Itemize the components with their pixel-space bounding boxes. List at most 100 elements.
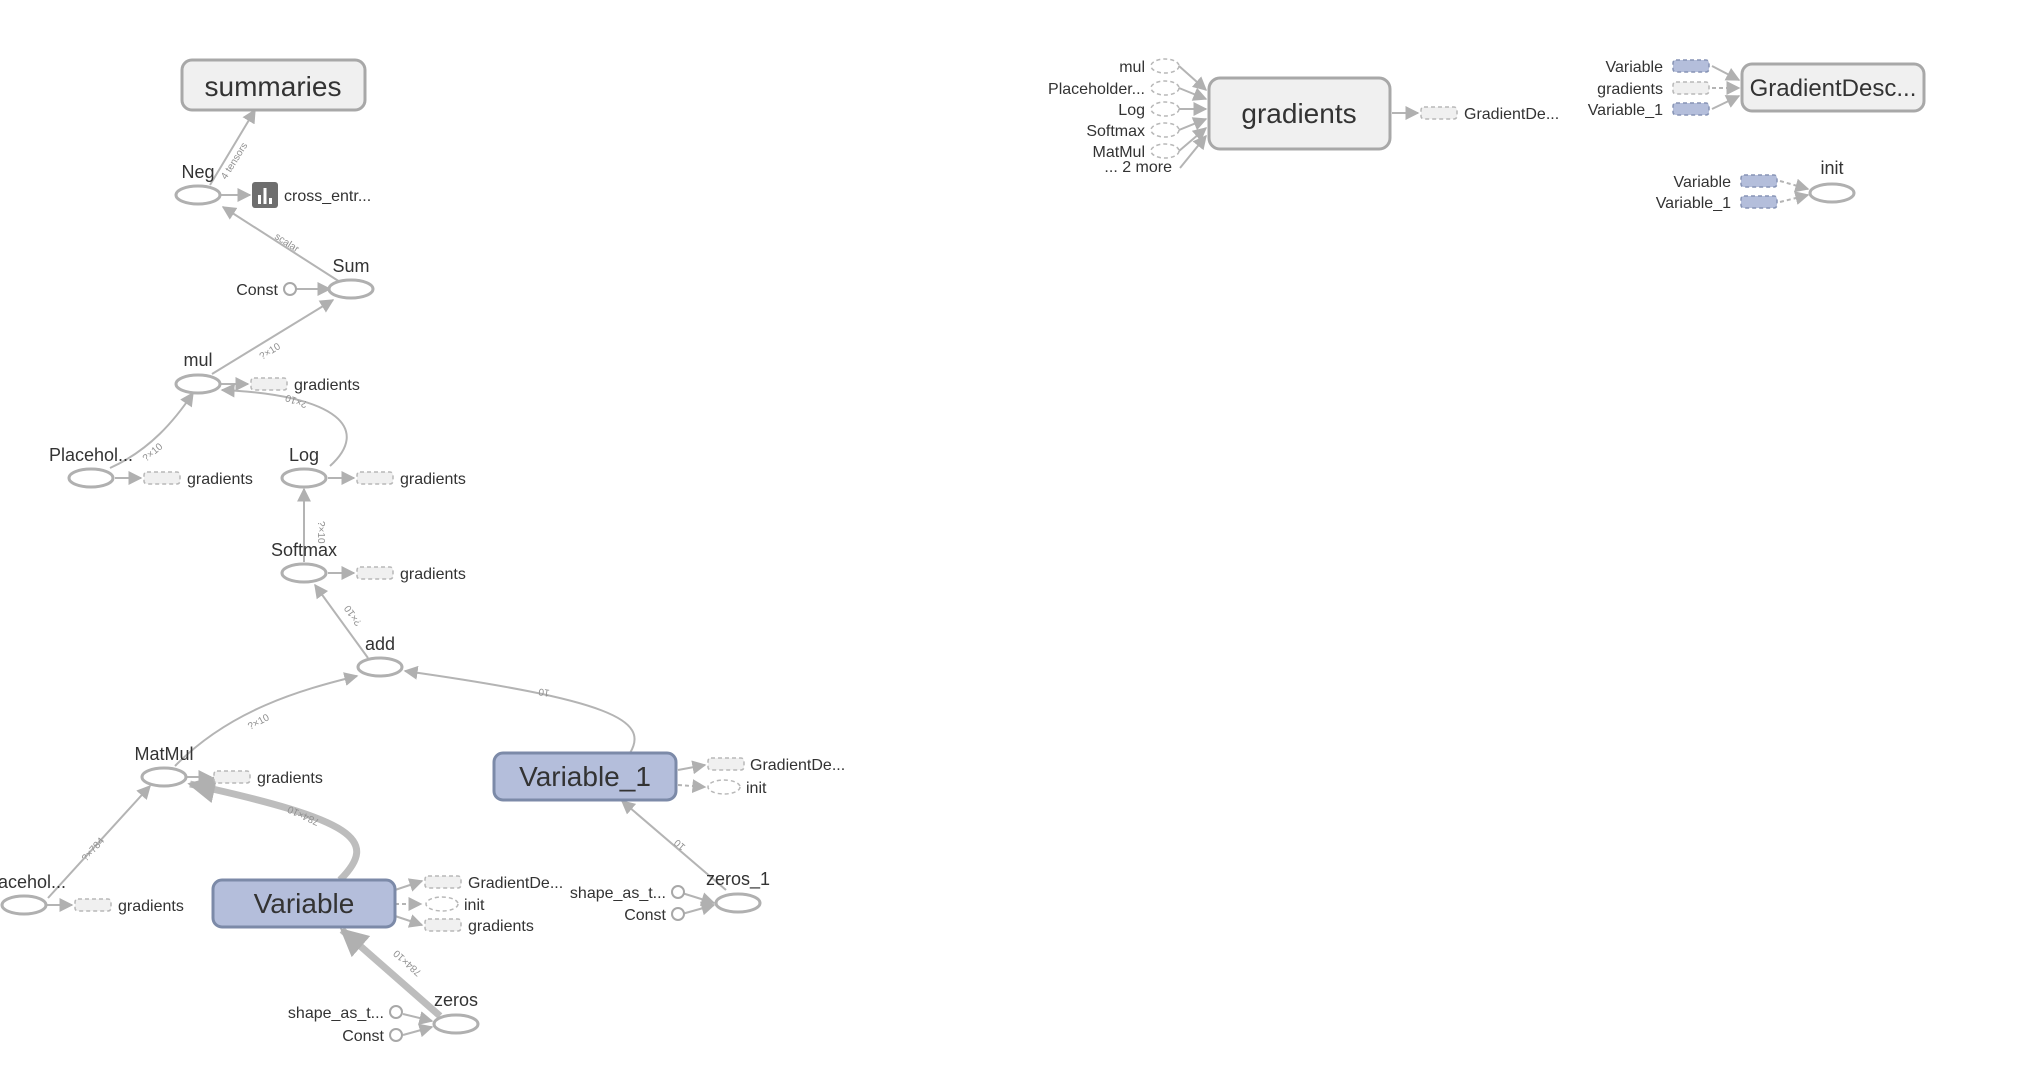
variable-1-node[interactable]: Variable_1: [492, 751, 678, 802]
add-node[interactable]: add: [356, 634, 404, 678]
edge-label-ph-mul: ?×10: [141, 441, 166, 464]
edge-placeholder-proxy-gradients: [1178, 87, 1208, 101]
gd-input-gradients[interactable]: gradients: [1597, 81, 1710, 98]
matmul-gradients-proxy[interactable]: gradients: [213, 770, 323, 787]
edge-variable-1-proxy-gd: [1711, 95, 1741, 110]
init-node[interactable]: init: [1808, 158, 1856, 204]
edge-mul-sum: [211, 299, 335, 375]
zeros-shape-node[interactable]: shape_as_t...: [288, 1005, 403, 1022]
gradients-title: gradients: [1241, 98, 1356, 129]
init-input-label: Variable: [1673, 174, 1731, 191]
add-label: add: [365, 634, 395, 654]
matmul-label: MatMul: [134, 744, 193, 764]
mul-node[interactable]: mul: [174, 350, 222, 395]
zeros-label: zeros: [434, 990, 478, 1010]
gradients-input-matmul[interactable]: MatMul: [1093, 143, 1180, 161]
edge-shape-zeros: [402, 1011, 434, 1025]
gradients-output-label: GradientDe...: [1464, 106, 1559, 123]
edge-neg-summaries: [209, 108, 256, 186]
summaries-label: summaries: [205, 71, 342, 102]
gradients-input-placeholder[interactable]: Placeholder...: [1048, 80, 1180, 98]
gd-input-label: Variable_1: [1588, 102, 1663, 119]
gradients-group: mul Placeholder... Log Softmax MatMul ..…: [1048, 58, 1559, 176]
gradients-input-log[interactable]: Log: [1118, 101, 1180, 119]
variable-1-gd-label: GradientDe...: [750, 757, 845, 774]
sum-label: Sum: [332, 256, 369, 276]
gradients-output-gd-proxy[interactable]: GradientDe...: [1420, 106, 1559, 123]
variable-label: Variable: [254, 888, 355, 919]
zeros-const-node[interactable]: Const: [342, 1028, 403, 1045]
edge-zeros-variable: [339, 927, 443, 1019]
mul-gradients-label: gradients: [294, 377, 360, 394]
init-input-variable[interactable]: Variable: [1673, 174, 1778, 191]
init-input-variable-1[interactable]: Variable_1: [1656, 195, 1778, 212]
zeros-1-shape-node[interactable]: shape_as_t...: [570, 885, 685, 902]
edge-const-zeros: [402, 1023, 434, 1038]
variable-gradients-proxy[interactable]: gradients: [424, 918, 534, 935]
sum-const-node[interactable]: Const: [236, 282, 297, 299]
softmax-gradients-proxy[interactable]: gradients: [356, 566, 466, 583]
edge-sum-neg: [221, 206, 341, 283]
init-input-label: Variable_1: [1656, 195, 1731, 212]
gd-input-label: Variable: [1605, 59, 1663, 76]
sum-const-label: Const: [236, 282, 278, 299]
variable-1-init-label: init: [746, 780, 767, 797]
gradients-node[interactable]: gradients: [1207, 76, 1392, 151]
placeholder-gradients-proxy[interactable]: gradients: [143, 471, 253, 488]
summaries-node[interactable]: summaries: [180, 58, 367, 112]
placeholder-label: Placehol...: [49, 445, 133, 465]
edge-variable-1-proxy-init: [1779, 191, 1810, 205]
edge-var1-gd: [677, 760, 707, 775]
zeros-1-const-label: Const: [624, 907, 666, 924]
mul-label: mul: [183, 350, 212, 370]
zeros-const-label: Const: [342, 1028, 384, 1045]
zeros-node[interactable]: zeros: [432, 990, 480, 1035]
cross-entropy-label: cross_entr...: [284, 188, 371, 205]
placeholder-gradients-label: gradients: [187, 471, 253, 488]
log-gradients-proxy[interactable]: gradients: [356, 471, 466, 488]
zeros-1-node[interactable]: zeros_1: [706, 869, 770, 914]
variable-1-label: Variable_1: [519, 761, 651, 792]
matmul-node[interactable]: MatMul: [134, 744, 194, 788]
edge-ph2-matmul: [47, 784, 151, 899]
softmax-node[interactable]: Softmax: [271, 540, 337, 584]
placeholder-node[interactable]: Placehol...: [49, 445, 133, 489]
edge-softmax-proxy-gradients: [1178, 117, 1208, 131]
gd-input-variable[interactable]: Variable: [1605, 59, 1710, 76]
edge-ph-mul: [109, 391, 194, 469]
gd-input-variable-1[interactable]: Variable_1: [1588, 102, 1710, 119]
variable-node[interactable]: Variable: [211, 878, 397, 929]
edge-matmul-add: [174, 672, 359, 767]
gradients-input-mul[interactable]: mul: [1119, 58, 1180, 76]
sum-node[interactable]: Sum: [327, 256, 375, 300]
placeholder-1-gradients-proxy[interactable]: gradients: [74, 898, 184, 915]
log-node[interactable]: Log: [280, 445, 328, 489]
gradients-input-label: MatMul: [1093, 144, 1145, 161]
neg-node[interactable]: Neg: [174, 162, 222, 206]
variable-1-gd-proxy[interactable]: GradientDe...: [707, 757, 845, 774]
cross-entropy-summary-node[interactable]: cross_entr...: [252, 182, 371, 208]
gradient-descent-group: Variable gradients Variable_1 GradientDe…: [1588, 59, 1926, 119]
gradients-input-label: Log: [1118, 102, 1145, 119]
edge-mul-proxy-gradients: [1178, 65, 1208, 91]
edge-label-zeros1-var1: 10: [672, 836, 688, 852]
placeholder-1-node[interactable]: Placehol...: [0, 872, 66, 916]
gradient-descent-title: GradientDesc...: [1750, 75, 1917, 102]
gradient-descent-node[interactable]: GradientDesc...: [1740, 62, 1926, 113]
variable-gd-proxy[interactable]: GradientDe...: [424, 875, 563, 892]
edge-label-variable-matmul: 784×10: [286, 803, 322, 827]
edge-log-mul: [220, 383, 348, 467]
variable-1-init-proxy[interactable]: init: [707, 779, 767, 797]
edge-add-softmax: [314, 583, 369, 659]
gradients-input-softmax[interactable]: Softmax: [1086, 122, 1180, 140]
edge-zeros1-var1: [620, 800, 727, 891]
mul-gradients-proxy[interactable]: gradients: [250, 377, 360, 394]
edge-variable-gd: [394, 878, 424, 892]
gradients-input-label: Softmax: [1086, 123, 1145, 140]
variable-init-proxy[interactable]: init: [425, 896, 485, 914]
zeros-1-const-node[interactable]: Const: [624, 907, 685, 924]
softmax-label: Softmax: [271, 540, 337, 560]
gradients-more-label[interactable]: ... 2 more: [1104, 159, 1172, 176]
init-title: init: [1820, 158, 1843, 178]
